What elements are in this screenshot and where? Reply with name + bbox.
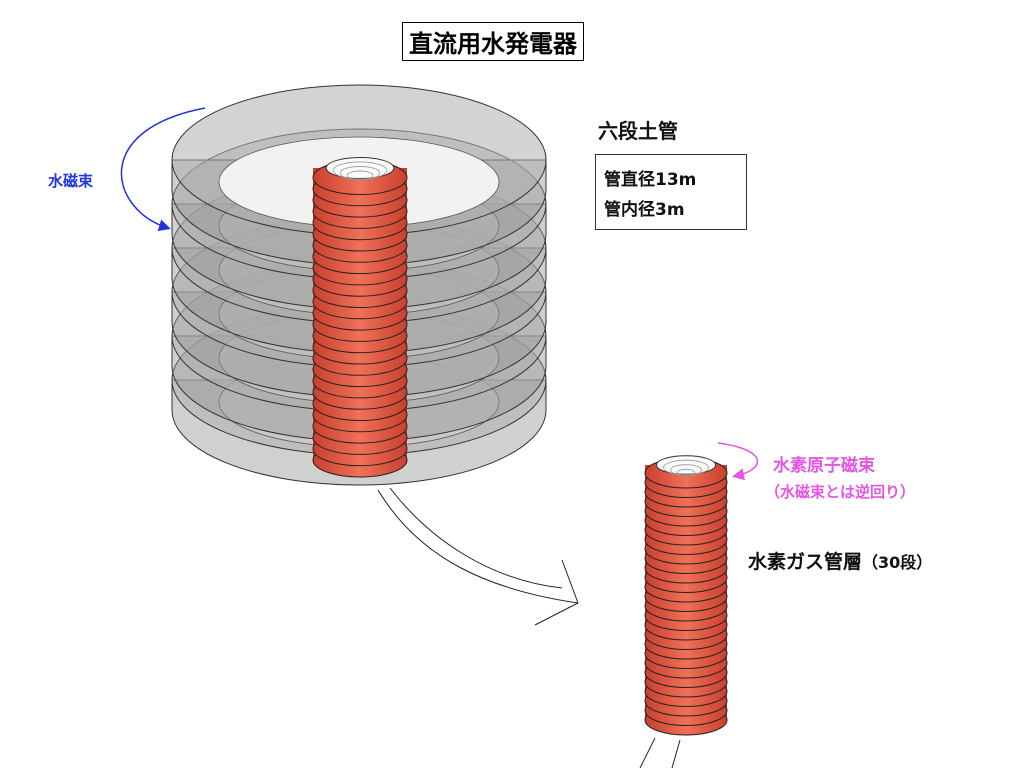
outer-diameter: 管直径13m	[604, 170, 697, 190]
bore-line	[346, 170, 374, 181]
bore-line	[339, 166, 381, 180]
spec-box: 管直径13m 管内径3m	[595, 154, 747, 230]
hydrogen-coil-small	[644, 455, 728, 736]
bore-line	[677, 468, 695, 477]
soil-pipe-label: 六段土管	[598, 119, 678, 143]
layer-name: 水素ガス管層	[748, 551, 863, 573]
hydrogen-flux-label: 水素原子磁束	[773, 456, 875, 476]
coil-bore	[325, 156, 395, 180]
bore-line	[663, 459, 709, 476]
hydrogen-flux-note: （水磁束とは逆回り）	[765, 483, 916, 501]
water-flux-label: 水磁束	[48, 172, 94, 190]
bore-line	[332, 161, 388, 180]
hydrogen-layer-label: 水素ガス管層（30段）	[748, 547, 932, 574]
water-flux-arrow	[120, 107, 206, 232]
flow-arrow	[377, 487, 681, 768]
layer-count: （30段）	[862, 553, 933, 572]
bore-line	[670, 464, 702, 476]
page-title: 直流用水発電器	[402, 22, 584, 61]
hydrogen-flux-arrow	[717, 442, 759, 481]
inner-diameter: 管内径3m	[604, 200, 685, 220]
hydrogen-coil-large	[312, 156, 408, 478]
